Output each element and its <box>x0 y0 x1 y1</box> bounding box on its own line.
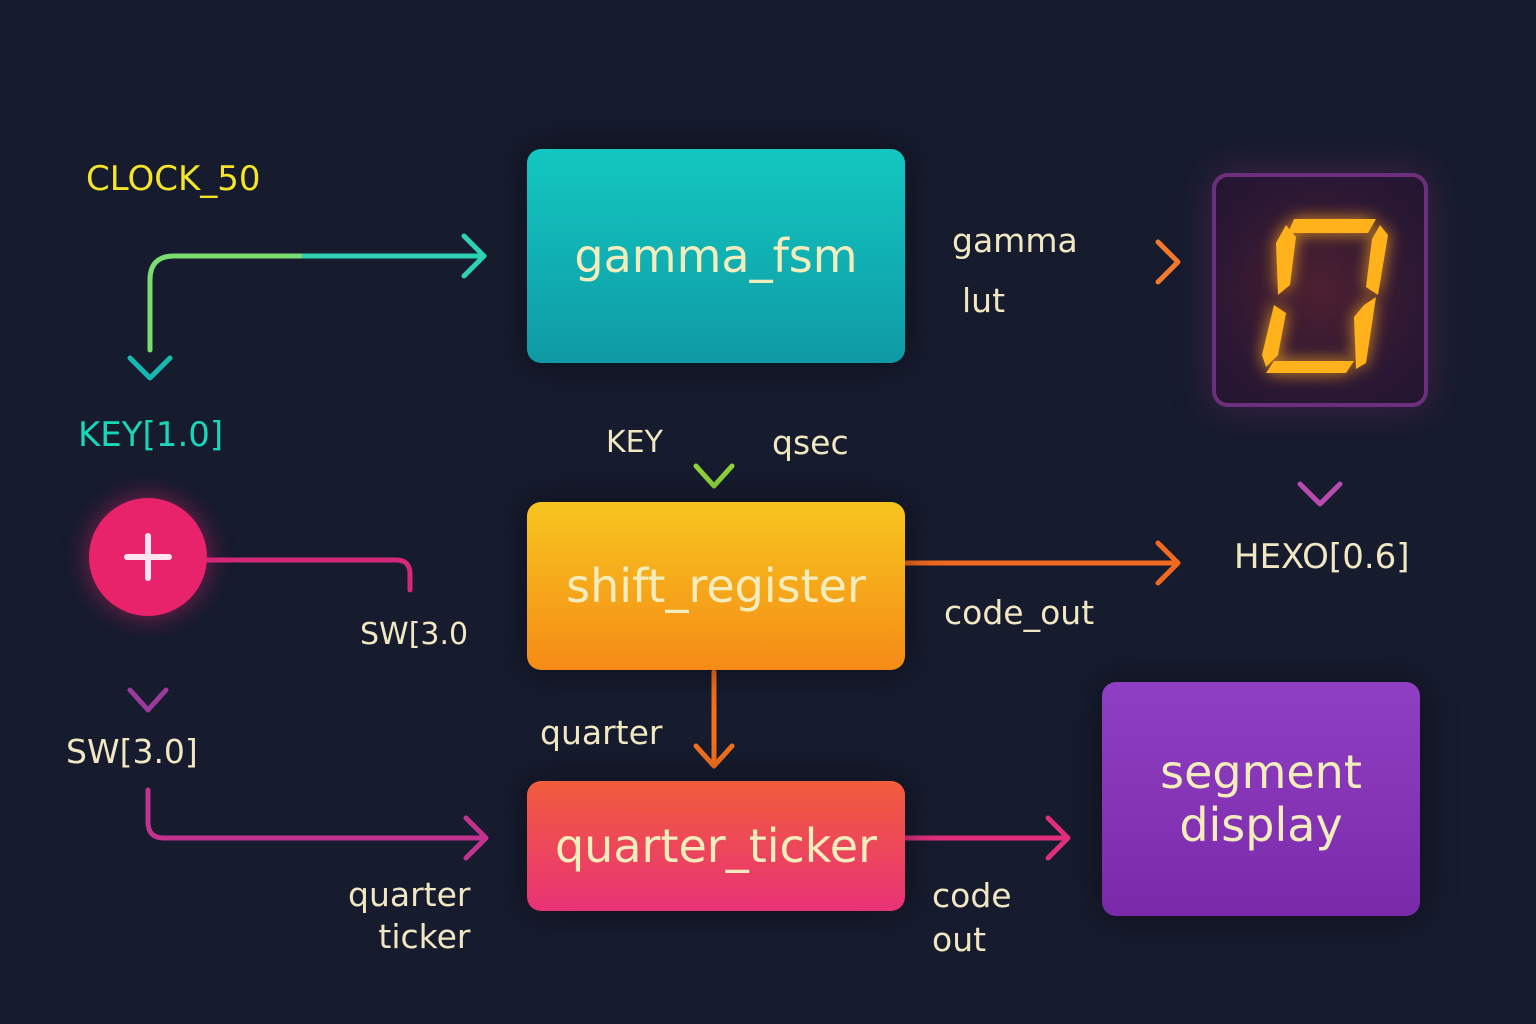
wire-adder-right <box>205 557 413 593</box>
arrowhead-gamma <box>1155 239 1181 285</box>
wire-clock <box>147 253 483 353</box>
clock-50-label: CLOCK_50 <box>86 159 261 199</box>
gamma-fsm-block: gamma_fsm <box>527 149 905 363</box>
seven-segment-digit-icon: 0 <box>1216 177 1388 373</box>
plus-icon <box>124 533 172 581</box>
quarter-label: quarter <box>540 713 663 752</box>
arrowhead-sw-to-ticker <box>463 815 489 861</box>
arrowhead-ticker-to-segment <box>1045 815 1071 861</box>
sw-mid-label: SW[3.0 <box>360 617 469 652</box>
qsec-label: qsec <box>772 423 849 462</box>
segment-display-label: segment display <box>1160 745 1362 852</box>
segment-e <box>1262 305 1286 367</box>
arrowhead-clock <box>461 233 487 279</box>
gamma-label: gamma <box>952 221 1078 260</box>
quarter-ticker-signal-label: quarter ticker <box>348 875 471 956</box>
segment-c <box>1354 297 1376 369</box>
hex-digit-value: 0 <box>1216 177 1217 178</box>
shift-register-label: shift_register <box>566 558 866 613</box>
arrowhead-shift-to-ticker <box>693 743 735 769</box>
gamma-fsm-label: gamma_fsm <box>574 228 858 283</box>
wire-sw-to-ticker <box>145 787 487 841</box>
code-out-label: code_out <box>944 593 1095 632</box>
arrowhead-key <box>127 355 173 381</box>
key-label: KEY <box>606 425 663 460</box>
seven-segment-display: 0 <box>1212 173 1428 407</box>
arrowhead-fsm-to-shift <box>693 463 735 489</box>
quarter-ticker-label: quarter_ticker <box>554 818 878 873</box>
segment-b <box>1366 225 1388 295</box>
hex-label: HEXO[0.6] <box>1234 537 1410 577</box>
segment-f <box>1276 225 1296 295</box>
quarter-ticker-block: quarter_ticker <box>527 781 905 911</box>
sw-left-label: SW[3.0] <box>66 732 198 771</box>
arrowhead-adder-down <box>127 687 169 713</box>
code-out-lower-label: code out <box>932 876 1012 959</box>
arrowhead-shift-to-hex <box>1155 540 1181 586</box>
shift-register-block: shift_register <box>527 502 905 670</box>
key-bus-label: KEY[1.0] <box>78 415 224 455</box>
segment-d <box>1266 361 1354 373</box>
segment-a <box>1288 219 1376 233</box>
adder-node <box>89 498 207 616</box>
lut-label: lut <box>962 281 1006 320</box>
segment-display-block: segment display <box>1102 682 1420 916</box>
arrowhead-hex-down <box>1297 481 1343 507</box>
wire-clock-tint <box>147 253 303 353</box>
